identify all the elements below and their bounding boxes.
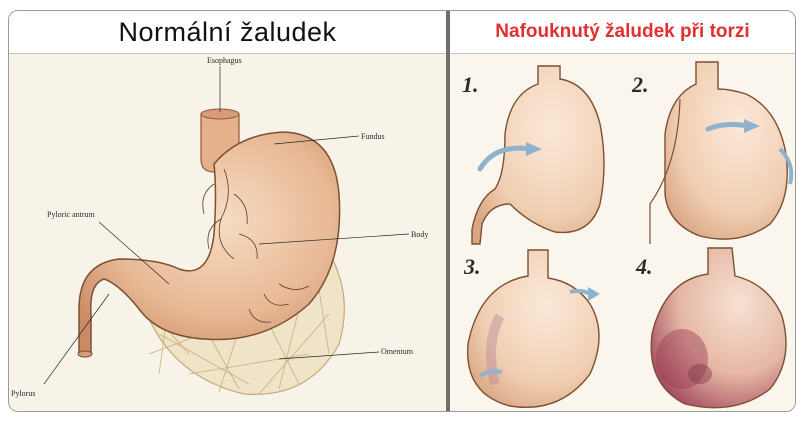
label-esophagus: Esophagus — [207, 56, 242, 65]
torsion-step-2: 2. — [631, 62, 791, 244]
torsion-step-4: 4. — [635, 248, 786, 408]
torsion-title-bar: Nafouknutý žaludek při torzi — [450, 11, 795, 54]
step-1-number: 1. — [462, 72, 479, 97]
torsion-panel: 1. 2. 3. — [450, 54, 795, 411]
normal-stomach-title: Normální žaludek — [118, 17, 336, 48]
step-4-number: 4. — [635, 254, 653, 279]
normal-stomach-panel: Esophagus Fundus Pyloric antrum Body Ome… — [9, 54, 446, 411]
label-omentum: Omentum — [381, 347, 414, 356]
torsion-title: Nafouknutý žaludek při torzi — [495, 21, 749, 43]
label-pylorus: Pylorus — [11, 389, 35, 398]
torsion-illustrations: 1. 2. 3. — [450, 54, 795, 411]
label-fundus: Fundus — [361, 132, 385, 141]
step-2-number: 2. — [631, 72, 649, 97]
torsion-step-3: 3. — [463, 250, 600, 407]
label-body: Body — [411, 230, 428, 239]
torsion-step-1: 1. — [462, 66, 604, 244]
normal-stomach-illustration: Esophagus Fundus Pyloric antrum Body Ome… — [9, 54, 446, 411]
figure-frame: Normální žaludek Nafouknutý žaludek při … — [8, 10, 796, 412]
step-3-number: 3. — [463, 254, 481, 279]
label-pyloric-antrum: Pyloric antrum — [47, 210, 96, 219]
normal-stomach-title-bar: Normální žaludek — [9, 11, 446, 54]
